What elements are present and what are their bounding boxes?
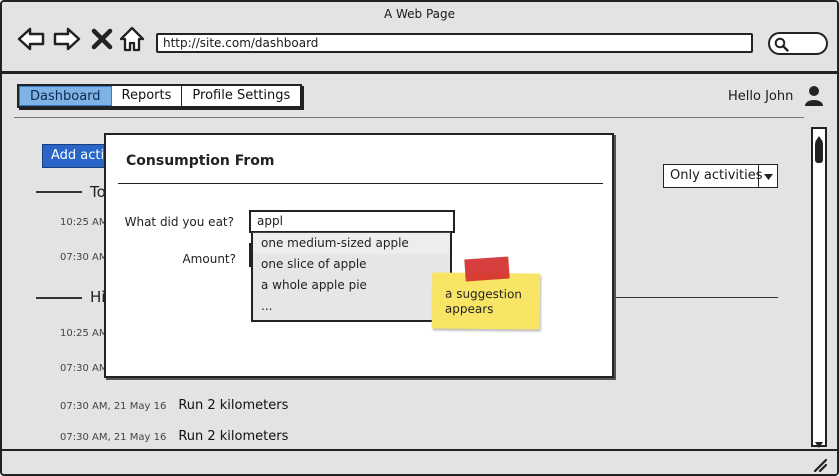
url-input[interactable]: http://site.com/dashboard: [156, 33, 753, 53]
sticky-note-tape: [464, 256, 510, 282]
tab-reports[interactable]: Reports: [112, 86, 183, 106]
home-icon[interactable]: [118, 24, 146, 54]
user-greeting: Hello John: [728, 89, 794, 104]
list-item: 07:30 AM, 21 May 16 Run 2 kilometers: [60, 398, 288, 416]
forward-icon[interactable]: [52, 24, 82, 54]
suggestion-item[interactable]: one medium-sized apple: [253, 233, 450, 254]
feed-activity: Run 2 kilometers: [178, 429, 289, 444]
section-divider-history: [36, 297, 82, 299]
filter-selected-value: Only activities: [670, 168, 763, 183]
consumption-form-dialog: Consumption From What did you eat? appl …: [104, 133, 614, 378]
section-label-history: Hi: [90, 288, 106, 306]
add-activity-button[interactable]: Add activity: [42, 144, 112, 168]
sticky-note: a suggestion appears: [431, 272, 541, 330]
status-bar: [2, 449, 837, 474]
resize-icon[interactable]: [813, 457, 828, 473]
list-item: 07:30 AM, 21 May 16 Run 2 kilometers: [60, 429, 288, 447]
vertical-scrollbar[interactable]: [811, 127, 827, 448]
feed-time: 07:30 AM, 21 May 16: [60, 401, 167, 412]
feed-activity: Run 2 kilometers: [178, 398, 289, 413]
activity-filter-select[interactable]: Only activities: [663, 164, 778, 188]
suggestion-dropdown: one medium-sized apple one slice of appl…: [251, 232, 452, 322]
header-divider: [14, 117, 804, 118]
tab-dashboard[interactable]: Dashboard: [19, 86, 112, 106]
dialog-title: Consumption From: [126, 153, 275, 169]
close-icon[interactable]: [89, 24, 115, 54]
dropdown-arrow-icon[interactable]: [758, 165, 777, 187]
scroll-up-icon[interactable]: [813, 129, 825, 142]
window-title: A Web Page: [383, 7, 456, 21]
tab-profile-settings[interactable]: Profile Settings: [192, 88, 291, 103]
scroll-down-icon[interactable]: [813, 435, 825, 448]
dialog-divider: [118, 183, 603, 184]
search-icon: [774, 37, 789, 52]
section-divider-today: [36, 191, 82, 193]
search-input[interactable]: [768, 32, 828, 55]
back-icon[interactable]: [16, 24, 46, 54]
suggestion-item[interactable]: one slice of apple: [261, 257, 367, 271]
food-label: What did you eat?: [124, 215, 234, 229]
suggestion-item[interactable]: a whole apple pie: [261, 278, 367, 292]
amount-input[interactable]: [249, 243, 253, 267]
user-icon[interactable]: [804, 85, 824, 107]
browser-toolbar: A Web Page http://site.com/dashboard: [2, 2, 837, 74]
amount-label: Amount?: [182, 252, 236, 266]
feed-time: 07:30 AM, 21 May 16: [60, 432, 167, 443]
suggestion-item[interactable]: ...: [261, 299, 273, 313]
nav-tabs: Dashboard Reports Profile Settings: [17, 84, 303, 108]
section-divider-history-right: [612, 297, 778, 298]
section-label-today: To: [90, 183, 106, 201]
food-input[interactable]: appl: [249, 210, 455, 233]
scrollbar-thumb[interactable]: [815, 141, 823, 163]
